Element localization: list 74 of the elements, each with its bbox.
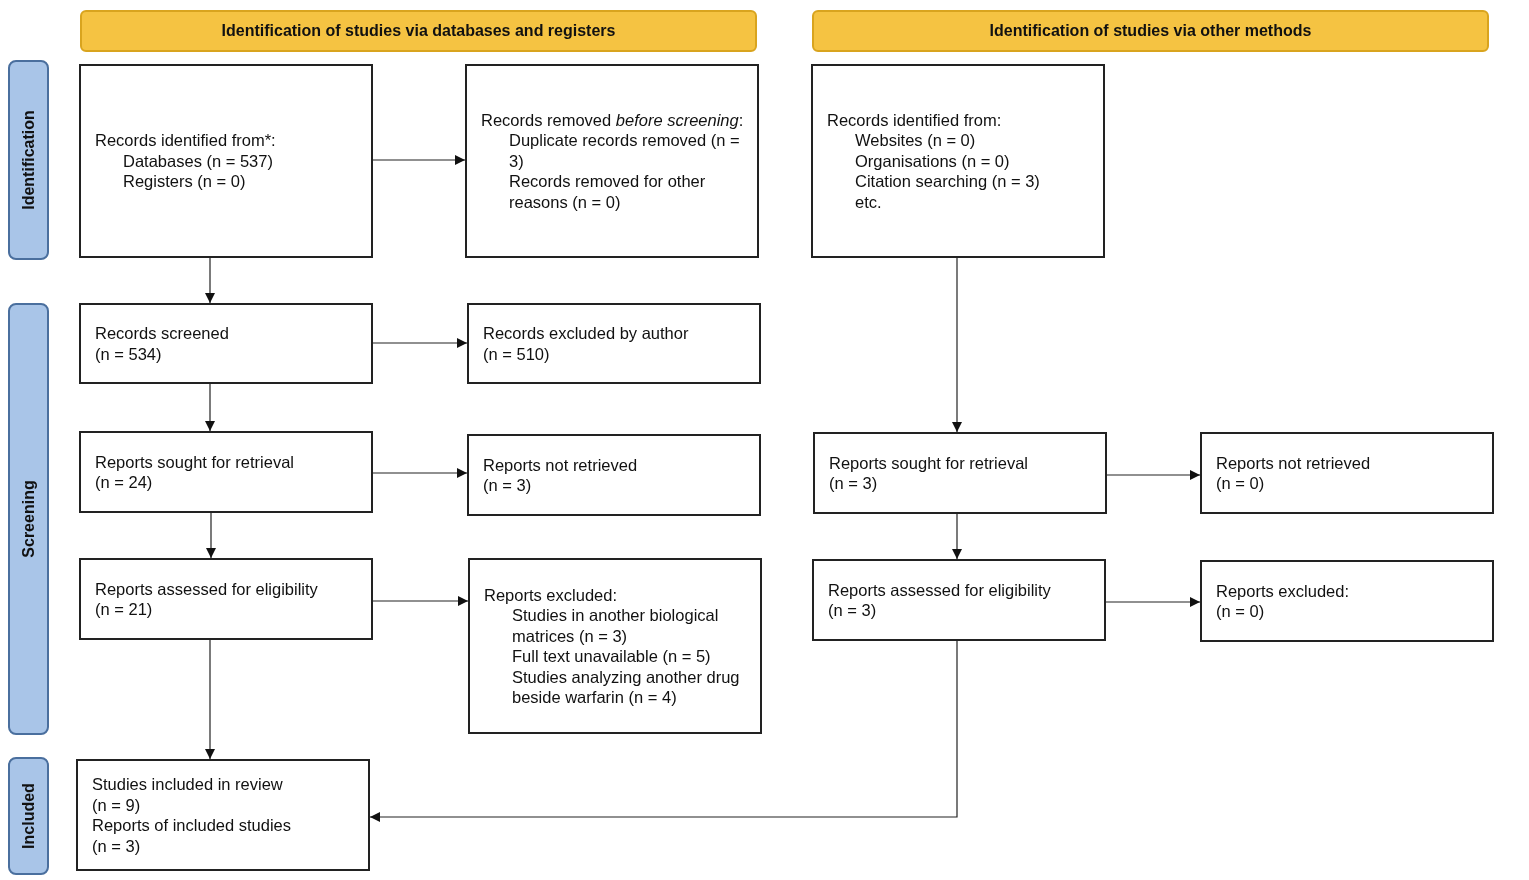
- process-box: [468, 558, 762, 734]
- box-text: Reports assessed for eligibility: [95, 578, 319, 599]
- box-text: Reports excluded:: [1216, 580, 1350, 601]
- box-text: (n = 534): [95, 343, 163, 364]
- box-text: Websites (n = 0): [854, 130, 977, 151]
- box-text: (n = 0): [1216, 601, 1266, 622]
- box-text: (n = 3): [483, 475, 533, 496]
- arrow: [372, 468, 468, 478]
- box-text: (n = 24): [95, 472, 154, 493]
- box-text: Screening: [19, 480, 38, 558]
- phase-label: [8, 60, 49, 260]
- section-header: [812, 10, 1489, 52]
- box-text: Records removed before screening:: [481, 109, 745, 131]
- process-box: [79, 303, 373, 384]
- box-text: Reports not retrieved: [483, 454, 639, 475]
- box-text: (n = 510): [483, 343, 551, 364]
- arrow: [952, 257, 962, 433]
- process-box: [79, 431, 373, 513]
- box-text: Reports excluded:: [484, 584, 618, 605]
- box-text: Records identified from:: [827, 109, 1003, 131]
- arrow: [952, 513, 962, 560]
- phase-label: [8, 303, 49, 735]
- box-text: Full text unavailable (n = 5): [511, 646, 712, 667]
- box-text: Reports not retrieved: [1216, 452, 1372, 473]
- box-text: Studies analyzing another drug beside warfarin (n = 4): [511, 666, 741, 708]
- arrow: [205, 383, 215, 432]
- box-text: Records excluded by author: [483, 323, 690, 344]
- box-text: Identification: [19, 110, 38, 210]
- box-text: Included: [19, 783, 38, 849]
- process-box: [467, 434, 761, 516]
- arrow: [1105, 597, 1201, 607]
- arrow: [369, 640, 958, 822]
- box-text: Studies in another biological matrices (n = 3): [511, 605, 720, 646]
- process-box: [79, 558, 373, 640]
- box-text: (n = 3): [829, 473, 879, 494]
- process-box: [467, 303, 761, 384]
- box-text: Organisations (n = 0): [854, 150, 1011, 172]
- box-text: Reports assessed for eligibility: [828, 579, 1052, 600]
- process-box: [465, 64, 759, 258]
- box-text: Identification of studies via other methods: [989, 22, 1312, 40]
- process-box: [79, 64, 373, 258]
- arrow: [372, 596, 469, 606]
- arrow: [205, 639, 215, 760]
- box-text: (n = 3): [92, 835, 142, 856]
- process-box: [1200, 432, 1494, 514]
- arrow: [372, 338, 468, 348]
- process-box: [813, 432, 1107, 514]
- box-text: Records identified from*:: [95, 130, 277, 151]
- arrow: [206, 512, 216, 559]
- arrow: [372, 155, 466, 165]
- phase-label: [8, 757, 49, 875]
- box-text: (n = 0): [1216, 473, 1266, 494]
- section-header: [80, 10, 757, 52]
- box-text: Identification of studies via databases and registers: [221, 22, 616, 40]
- arrow: [205, 257, 215, 304]
- box-text: Records screened: [95, 323, 230, 344]
- box-text: Reports sought for retrieval: [95, 451, 295, 472]
- box-text: Databases (n = 537): [122, 150, 274, 172]
- box-text: (n = 9): [92, 794, 142, 815]
- process-box: [1200, 560, 1494, 642]
- box-text: etc.: [854, 191, 883, 213]
- process-box: [76, 759, 370, 871]
- box-text: Records removed for other reasons (n = 0): [508, 171, 707, 213]
- box-text: (n = 3): [828, 600, 878, 621]
- box-text: Reports of included studies: [92, 815, 293, 836]
- arrow: [1106, 470, 1201, 480]
- box-text: Duplicate records removed (n = 3): [508, 130, 741, 172]
- box-text: Registers (n = 0): [122, 171, 247, 192]
- box-text: Studies included in review: [92, 774, 284, 795]
- process-box: [811, 64, 1105, 258]
- process-box: [812, 559, 1106, 641]
- box-text: Citation searching (n = 3): [854, 171, 1041, 192]
- box-text: Reports sought for retrieval: [829, 452, 1029, 473]
- box-text: (n = 21): [95, 599, 154, 620]
